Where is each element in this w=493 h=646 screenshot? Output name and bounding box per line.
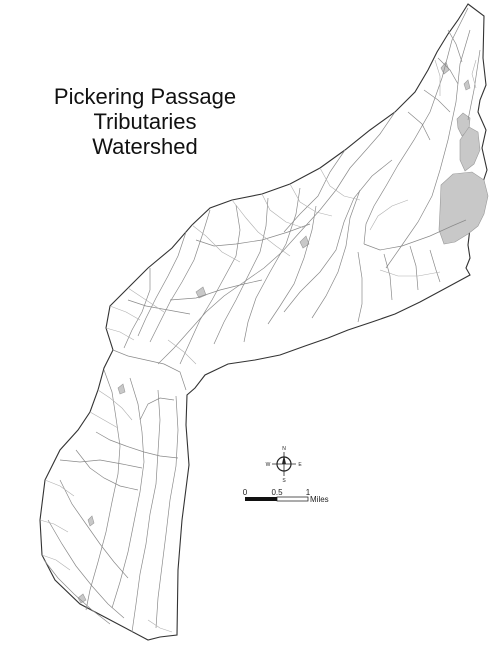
road-line — [289, 183, 333, 217]
stream-line — [243, 187, 301, 343]
road-line — [39, 519, 69, 533]
stream-line — [357, 251, 363, 323]
road-line — [191, 224, 241, 263]
stream-line — [169, 279, 263, 301]
water-body-south-lake — [438, 171, 489, 245]
stream-line — [95, 431, 179, 459]
stream-line — [137, 231, 187, 337]
stream-line — [157, 111, 396, 365]
stream-line — [149, 209, 211, 343]
water-body-middle-lake — [459, 126, 481, 172]
stream-line — [283, 159, 393, 313]
compass-label-north: N — [282, 446, 286, 452]
compass-label-south: S — [282, 478, 286, 484]
stream-line — [131, 389, 161, 633]
stream-line — [447, 29, 463, 63]
scale-bar: 0 0.5 1 Miles — [243, 488, 329, 504]
map-title-line-1: Pickering Passage — [53, 84, 237, 109]
stream-line — [383, 253, 393, 301]
scale-bar-segment-dark — [245, 497, 277, 501]
stream-line — [311, 189, 361, 319]
stream-line — [423, 89, 451, 113]
stream-line — [85, 369, 121, 611]
scale-bar-label-zero: 0 — [243, 488, 248, 497]
road-line — [167, 339, 197, 365]
scale-bar-label-one: 1 — [306, 488, 311, 497]
water-body-small-3 — [299, 235, 310, 249]
scale-bar-unit-label: Miles — [310, 495, 329, 504]
stream-line — [59, 459, 143, 469]
scale-bar-segment-light — [276, 496, 309, 502]
road-line — [97, 389, 133, 421]
watershed-boundary — [39, 3, 488, 641]
stream-line — [195, 223, 311, 247]
road-line — [379, 269, 441, 277]
stream-line — [112, 349, 187, 391]
stream-line — [283, 149, 346, 233]
stream-line — [155, 395, 179, 629]
compass-label-east: E — [298, 462, 302, 468]
stream-line — [123, 268, 151, 349]
road-line — [44, 479, 75, 497]
water-body-small-5 — [117, 383, 126, 395]
stream-line — [179, 204, 241, 365]
road-line — [231, 199, 291, 257]
map-title-line-3: Watershed — [92, 134, 198, 159]
stream-line — [213, 197, 269, 345]
north-arrow: N S E W — [266, 446, 303, 484]
stream-network — [43, 7, 481, 633]
stream-line — [409, 245, 419, 291]
map-title-line-2: Tributaries — [93, 109, 197, 134]
stream-line — [467, 49, 481, 121]
stream-line — [429, 249, 441, 283]
stream-line — [363, 7, 469, 245]
stream-line — [437, 57, 459, 85]
road-line — [261, 193, 305, 229]
water-body-small-6 — [87, 515, 95, 527]
road-line — [147, 619, 173, 633]
stream-line — [139, 397, 175, 421]
stream-line — [43, 559, 111, 625]
road-line — [127, 287, 165, 313]
stream-line — [267, 205, 317, 325]
road-line — [109, 305, 141, 321]
stream-line — [407, 111, 431, 141]
road-line — [319, 167, 361, 201]
road-line — [41, 554, 71, 571]
map-title: Pickering Passage Tributaries Watershed — [20, 84, 270, 159]
water-body-small-7 — [77, 593, 87, 604]
stream-line — [127, 299, 191, 315]
stream-line — [363, 219, 467, 251]
road-line — [369, 199, 409, 231]
road-line — [471, 59, 477, 89]
stream-line — [47, 519, 125, 619]
compass-needle-north — [282, 455, 286, 464]
stream-line — [75, 449, 139, 491]
road-line — [434, 59, 441, 96]
stream-line — [59, 479, 129, 579]
stream-line — [385, 29, 471, 269]
scale-bar-label-half: 0.5 — [271, 488, 283, 497]
road-line — [105, 327, 135, 341]
road-network — [39, 59, 477, 633]
road-line — [89, 411, 119, 429]
compass-label-west: W — [266, 462, 271, 468]
water-body-small-2 — [463, 79, 471, 91]
